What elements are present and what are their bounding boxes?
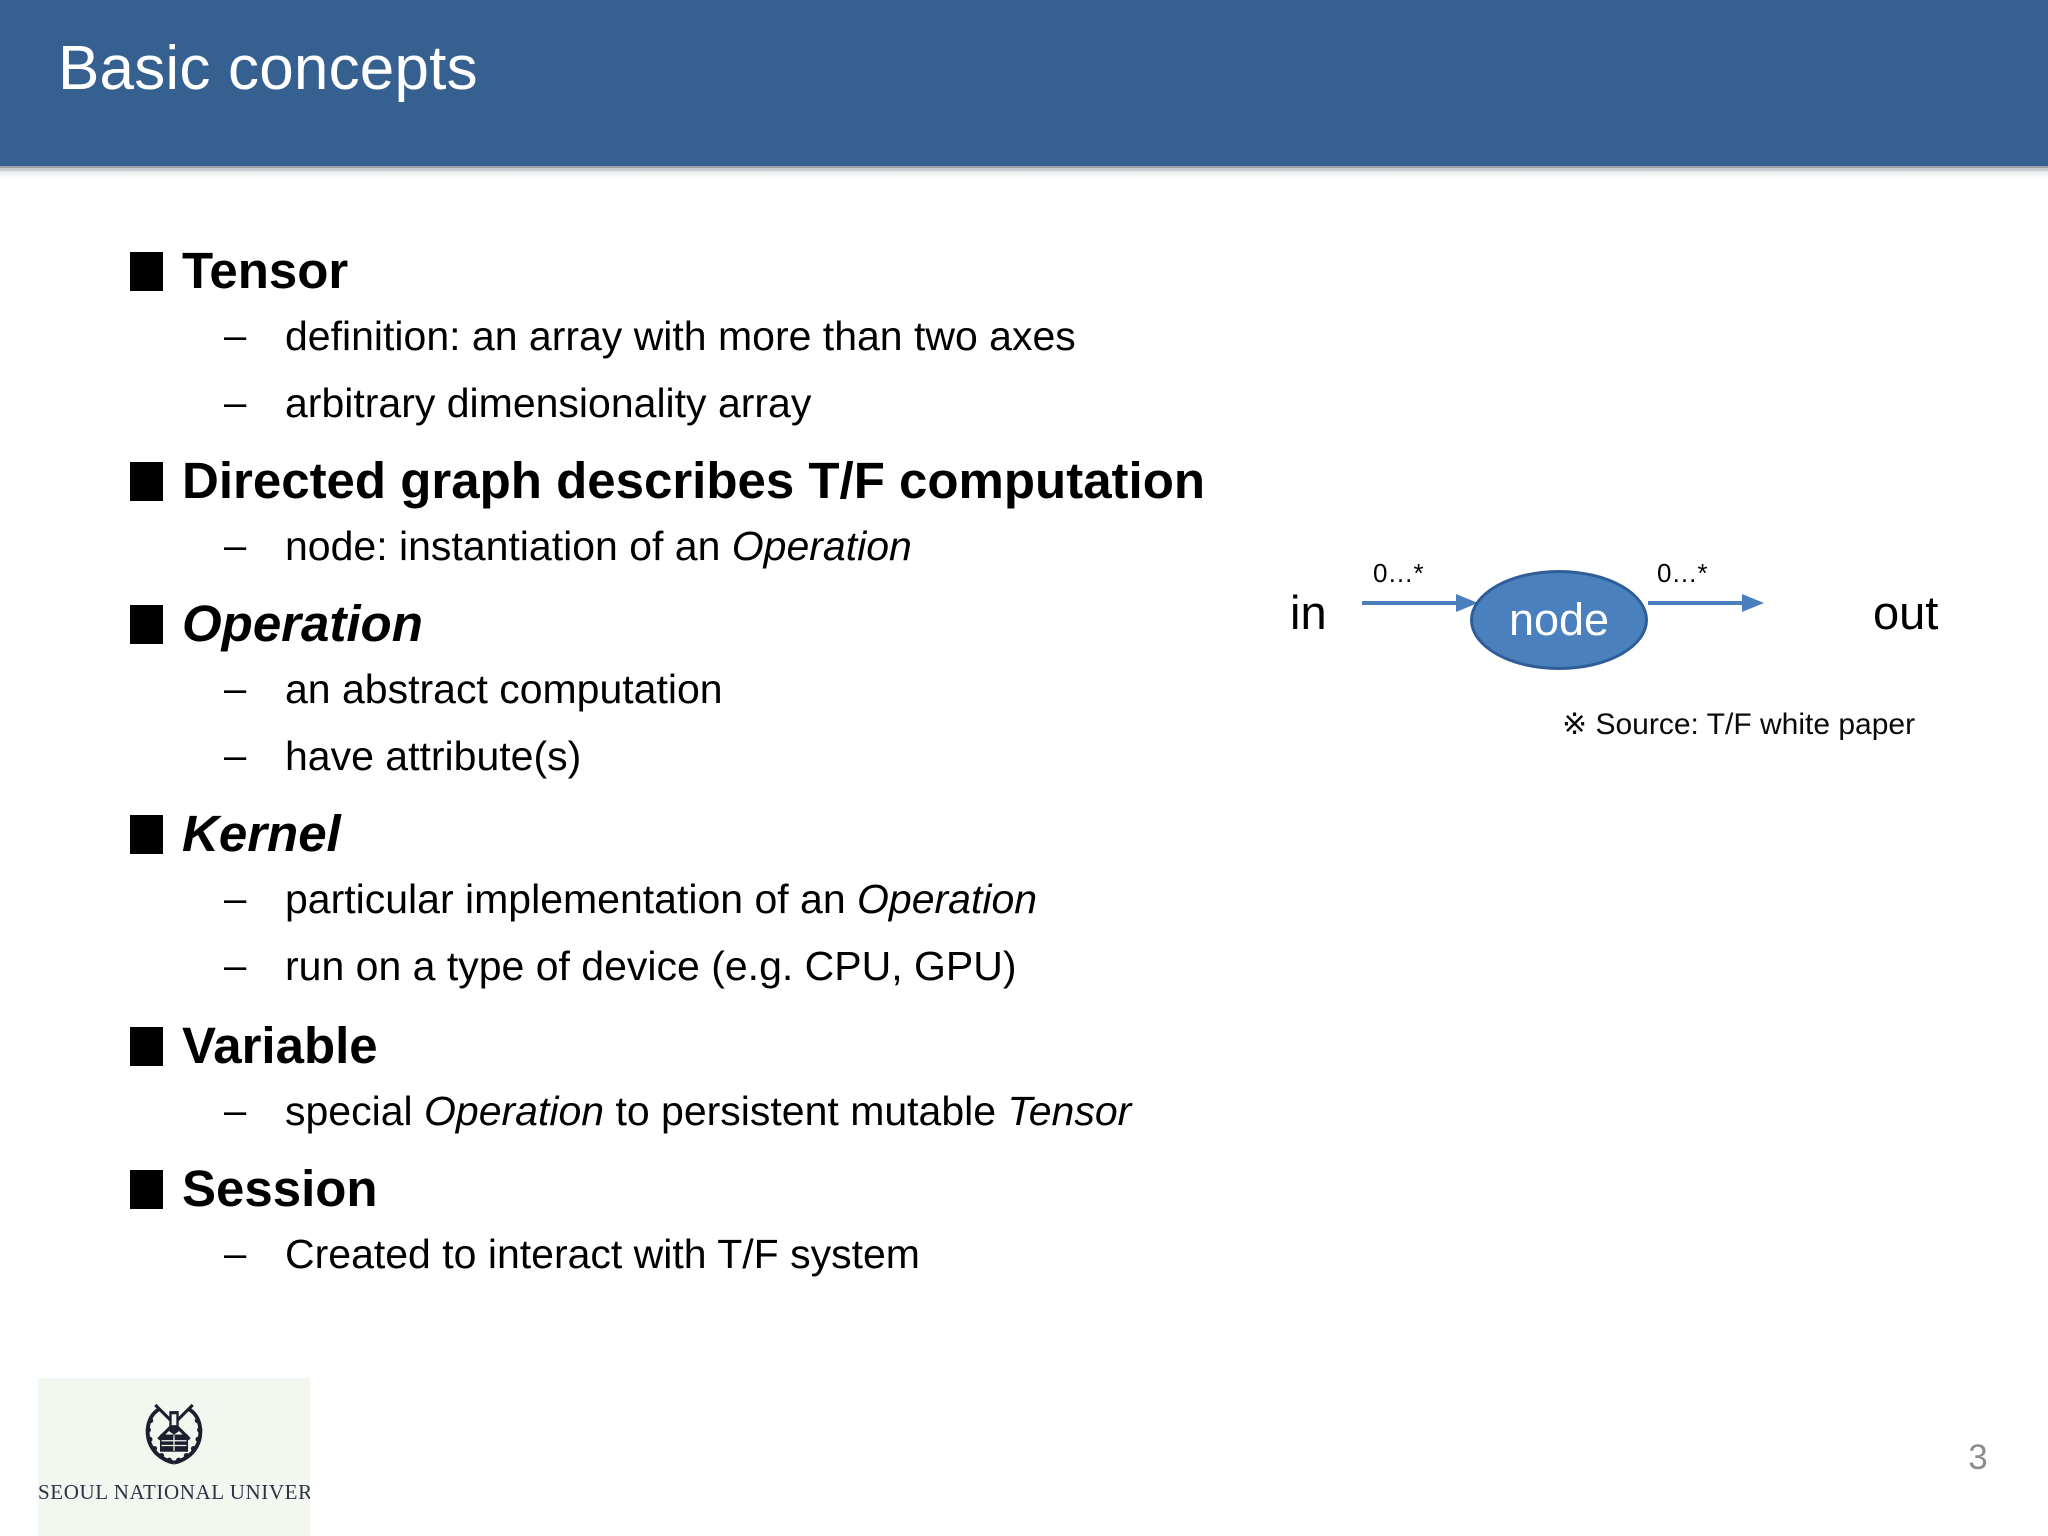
topic-label: Directed graph describes T/F computation [182, 452, 1206, 509]
outline-topic-directed-graph: Directed graph describes T/F computation [0, 450, 1300, 512]
diagram-in-label: in [1290, 586, 1327, 639]
snu-crest-icon [145, 1403, 203, 1465]
subitem-label: run on a type of device (e.g. CPU, GPU) [285, 943, 1017, 989]
university-logo-text: SEOUL NATIONAL UNIVERSITY [38, 1480, 310, 1504]
outline-subitem: – definition: an array with more than tw… [0, 304, 1300, 369]
dash-bullet-icon: – [224, 524, 247, 568]
subitem-text: node: instantiation of an [285, 523, 732, 569]
subitem-label: have attribute(s) [285, 733, 582, 779]
square-bullet-icon [130, 593, 182, 655]
dash-bullet-icon: – [224, 734, 247, 778]
outline-subitem: – special Operation to persistent mutabl… [0, 1079, 1300, 1144]
subitem-text-mid: to persistent mutable [604, 1088, 1008, 1134]
subitem-label: node: instantiation of an Operation [285, 514, 912, 579]
subitem-label: definition: an array with more than two … [285, 313, 1076, 359]
subitem-label: particular implementation of an Operatio… [285, 867, 1037, 932]
subitem-label: arbitrary dimensionality array [285, 380, 812, 426]
diagram-out-label: out [1873, 586, 1939, 639]
square-bullet-icon [130, 240, 182, 302]
subitem-emphasis: Operation [424, 1088, 605, 1134]
outline-topic-tensor: Tensor [0, 240, 1300, 302]
diagram-multiplicity-left: 0…* [1373, 558, 1424, 588]
diagram-node-shape: node [1470, 570, 1648, 670]
dash-bullet-icon: – [224, 1232, 247, 1276]
square-bullet-icon [130, 1015, 182, 1077]
node-diagram: in 0…* 0…* node out ※ Source: T/F white … [1290, 560, 1970, 770]
outline-subitem: – have attribute(s) [0, 724, 1300, 789]
diagram-source-note: ※ Source: T/F white paper [1562, 708, 1916, 741]
subitem-text: particular implementation of an [285, 876, 858, 922]
topic-label: Operation [182, 595, 423, 652]
outline-topic-session: Session [0, 1158, 1300, 1220]
subitem-emphasis: Operation [857, 876, 1038, 922]
dash-bullet-icon: – [224, 1089, 247, 1133]
dash-bullet-icon: – [224, 877, 247, 921]
diagram-node-label: node [1508, 594, 1610, 645]
subitem-emphasis-2: Tensor [1007, 1088, 1132, 1134]
university-logo: SEOUL NATIONAL UNIVERSITY [38, 1378, 310, 1536]
dash-bullet-icon: – [224, 381, 247, 425]
outline-subitem: – an abstract computation [0, 657, 1300, 722]
arrow-right-icon [1648, 594, 1764, 612]
square-bullet-icon [130, 803, 182, 865]
topic-label: Session [182, 1160, 378, 1217]
dash-bullet-icon: – [224, 314, 247, 358]
outline-subitem: – Created to interact with T/F system [0, 1222, 1300, 1287]
outline-subitem: – arbitrary dimensionality array [0, 371, 1300, 436]
subitem-text: special [285, 1088, 425, 1134]
diagram-multiplicity-right: 0…* [1657, 558, 1708, 588]
subitem-label: special Operation to persistent mutable … [285, 1079, 1131, 1144]
square-bullet-icon [130, 1158, 182, 1220]
subitem-emphasis: Operation [731, 523, 912, 569]
outline-topic-kernel: Kernel [0, 803, 1300, 865]
slide-header-band [0, 0, 2048, 166]
subitem-label: an abstract computation [285, 666, 723, 712]
topic-label: Kernel [182, 805, 341, 862]
outline-subitem: – run on a type of device (e.g. CPU, GPU… [0, 934, 1300, 999]
header-shadow-divider [0, 166, 2048, 178]
outline-topic-variable: Variable [0, 1015, 1300, 1077]
page-title: Basic concepts [58, 34, 478, 103]
page-number: 3 [1968, 1438, 1988, 1477]
square-bullet-icon [130, 450, 182, 512]
subitem-label: Created to interact with T/F system [285, 1231, 920, 1277]
topic-label: Variable [182, 1017, 378, 1074]
outline-topic-operation: Operation [0, 593, 1300, 655]
dash-bullet-icon: – [224, 944, 247, 988]
arrow-right-icon [1362, 594, 1478, 612]
outline-subitem: – node: instantiation of an Operation [0, 514, 1300, 579]
outline-subitem: – particular implementation of an Operat… [0, 867, 1300, 932]
topic-label: Tensor [182, 242, 349, 299]
dash-bullet-icon: – [224, 667, 247, 711]
outline-body: Tensor – definition: an array with more … [0, 240, 1300, 1289]
